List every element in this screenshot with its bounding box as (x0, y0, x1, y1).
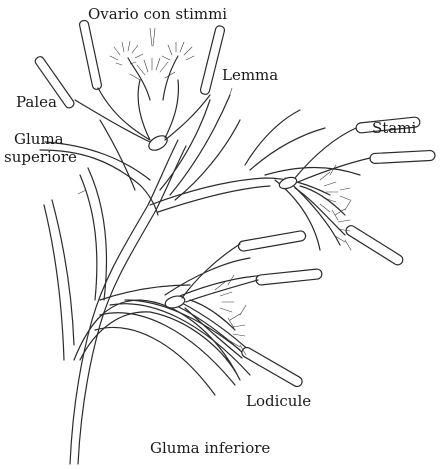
lower-glume (74, 300, 250, 395)
lower-floret (100, 230, 322, 388)
upper-stigmas (110, 41, 194, 100)
label-palea: Palea (16, 94, 57, 111)
label-lemma: Lemma (222, 67, 278, 84)
label-lodicules: Lodicule (246, 393, 311, 410)
label-upper-glume-line1: Gluma (14, 131, 64, 148)
label-stamens: Stami (372, 120, 416, 137)
upper-glume (44, 168, 106, 360)
label-leaders (78, 28, 232, 194)
label-upper-glume-line2: superiore (4, 149, 77, 166)
label-lower-glume: Gluma inferiore (150, 440, 270, 457)
label-ovary: Ovario con stimmi (88, 6, 227, 23)
upper-stamens (34, 20, 226, 142)
